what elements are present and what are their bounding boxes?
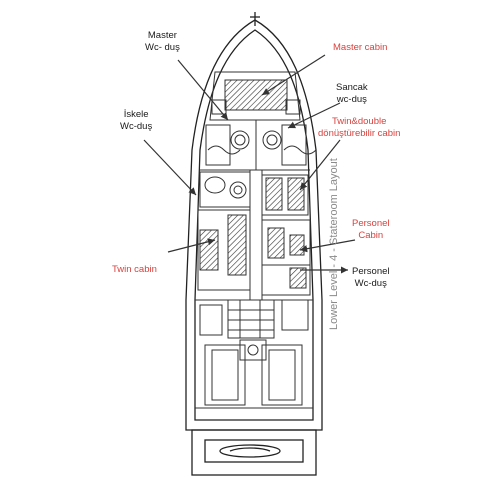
label-twin-cabin: Twin cabin — [112, 264, 157, 275]
label-master-wc: Master Wc- duş — [145, 30, 180, 53]
label-master-cabin: Master cabin — [333, 42, 388, 53]
arrow-crew-cabin — [299, 239, 356, 253]
arrow-master-cabin — [261, 54, 326, 96]
pointer-arrows — [143, 54, 356, 274]
label-port-wc: İskele Wc-duş — [120, 109, 153, 132]
hull-outline — [185, 12, 323, 476]
label-twin-double-cabin: Twin&double dönüştürebilir cabin — [318, 116, 401, 139]
arrow-twin-cabin — [167, 238, 216, 253]
arrow-master-wc — [177, 59, 229, 121]
interior-walls — [195, 71, 317, 409]
arrow-starboard-wc — [287, 102, 341, 129]
label-starboard-wc: Sancak wc-duş — [336, 82, 368, 105]
arrow-twin-double — [299, 139, 341, 191]
label-crew-wc: Personel Wc-duş — [352, 266, 390, 289]
arrow-port-wc — [143, 139, 197, 196]
label-crew-cabin: Personel Cabin — [352, 218, 390, 241]
layout-title-vertical: Lower Level - 4 - Stateroom Layout — [328, 158, 340, 330]
